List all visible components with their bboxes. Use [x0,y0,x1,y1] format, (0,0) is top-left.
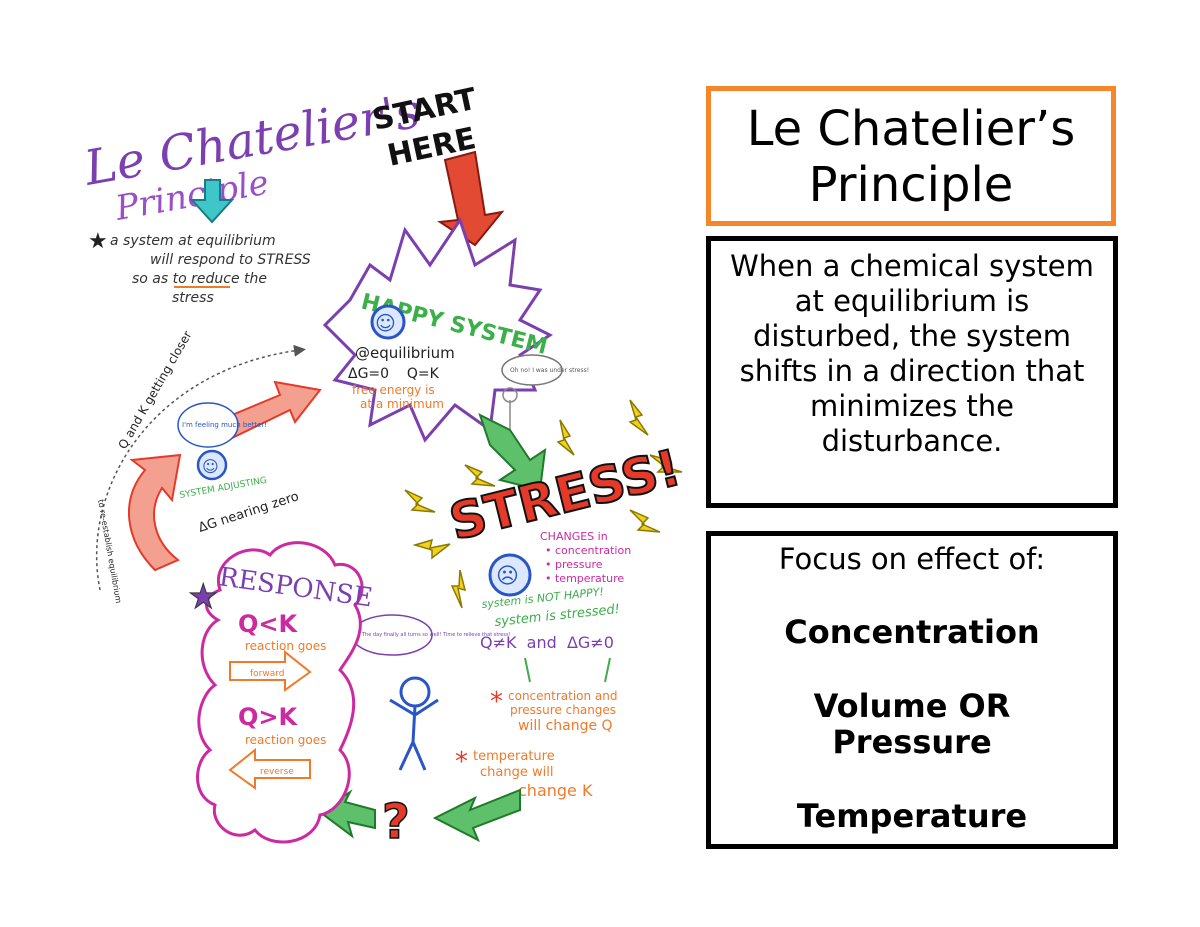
speech-bubble-1-text: Oh no! I was under stress! [510,367,589,374]
title-line-1: Le Chatelier’s [746,101,1076,157]
definition-text: When a chemical system at equilibrium is… [730,249,1094,458]
reverse-arrow-icon [228,747,311,790]
lightning-bolts [404,399,683,609]
star-icon: ★ [88,229,108,254]
conc-change-1: concentration and [508,689,618,703]
dotted-loop [95,344,306,591]
temp-change-1: temperature [473,749,555,764]
changes-line-2: • concentration [545,544,631,557]
system-adjusting: SYSTEM ADJUSTING [179,476,268,501]
teal-arrow-icon [189,179,235,224]
reaction-goes-2: reaction goes [245,733,326,747]
red-return-arrow-icon [128,453,182,572]
stick-figure-small-head [502,387,518,403]
green-small-arrows [524,657,611,683]
asterisk-1: * [490,687,503,717]
sketch-def-line-4: stress [172,290,214,306]
q-lt-k: Q<K [238,610,299,638]
dg-nearing-zero: ΔG nearing zero [197,489,301,536]
definition-box: When a chemical system at equilibrium is… [706,236,1118,508]
title-line-2: Principle [808,157,1014,213]
speech-bubble-2-text: The day finally all turns so well! Time … [361,632,511,638]
dg-q-relation: ΔG=0 Q=K [348,366,440,382]
feeling-text: I'm feeling much better! [182,421,267,429]
green-arrow-right-icon [432,788,521,843]
happy-face-glyph: ☺ [375,311,396,335]
free-energy-1: free energy is [352,383,435,397]
concept-sketch: Le Chatelier's Principle ★ a system at e… [79,82,687,851]
q-gt-k: Q>K [238,703,299,731]
focus-item-concentration: Concentration [784,613,1040,651]
red-arrow-to-happy-icon [218,380,322,440]
free-energy-2: at a minimum [360,397,444,411]
changes-line-4: • temperature [545,572,624,585]
focus-item-pressure: Pressure [832,723,992,761]
stick-figure-head [399,676,431,708]
conc-change-2: pressure changes [510,703,616,717]
focus-item-temperature: Temperature [796,797,1028,835]
purple-star-icon: ★ [188,577,218,617]
focus-intro: Focus on effect of: [778,542,1046,576]
reverse-label: reverse [260,767,294,777]
question-mark-icon: ? [382,794,410,850]
forward-label: forward [250,669,285,679]
changes-line-1: CHANGES in [540,530,608,543]
adjusting-face-glyph: ☺ [202,457,219,476]
changes-line-3: • pressure [545,558,603,571]
happy-face-icon [370,304,406,340]
stick-figure-body [389,698,439,771]
at-equilibrium: @equilibrium [355,344,455,362]
focus-box: Focus on effect of: Concentration Volume… [706,531,1118,849]
speech-bubble-1 [501,354,563,386]
temp-change-3: change K [518,781,593,800]
title-box: Le Chatelier’s Principle [706,86,1116,226]
sketch-def-line-1: a system at equilibrium [110,233,276,249]
sketch-def-line-3: so as to reduce the [132,271,267,287]
sad-face-icon [488,553,532,597]
adjusting-face-icon [196,449,228,481]
forward-arrow-icon [229,649,312,692]
q-ne-k: Q≠K and ΔG≠0 [480,633,614,652]
feeling-bubble [177,402,239,448]
start-arrow-icon [437,150,505,247]
temp-change-2: change will [480,765,553,780]
sketch-def-line-2: will respond to STRESS [150,252,311,268]
conc-change-3: will change Q [518,718,613,734]
green-arrow-to-stress-icon [478,413,547,492]
reaction-goes-1: reaction goes [245,639,326,653]
happy-system-burst [322,216,553,443]
sad-face-glyph: ☹ [496,564,519,589]
asterisk-2: * [455,747,468,777]
focus-item-volume: Volume OR [813,687,1011,725]
